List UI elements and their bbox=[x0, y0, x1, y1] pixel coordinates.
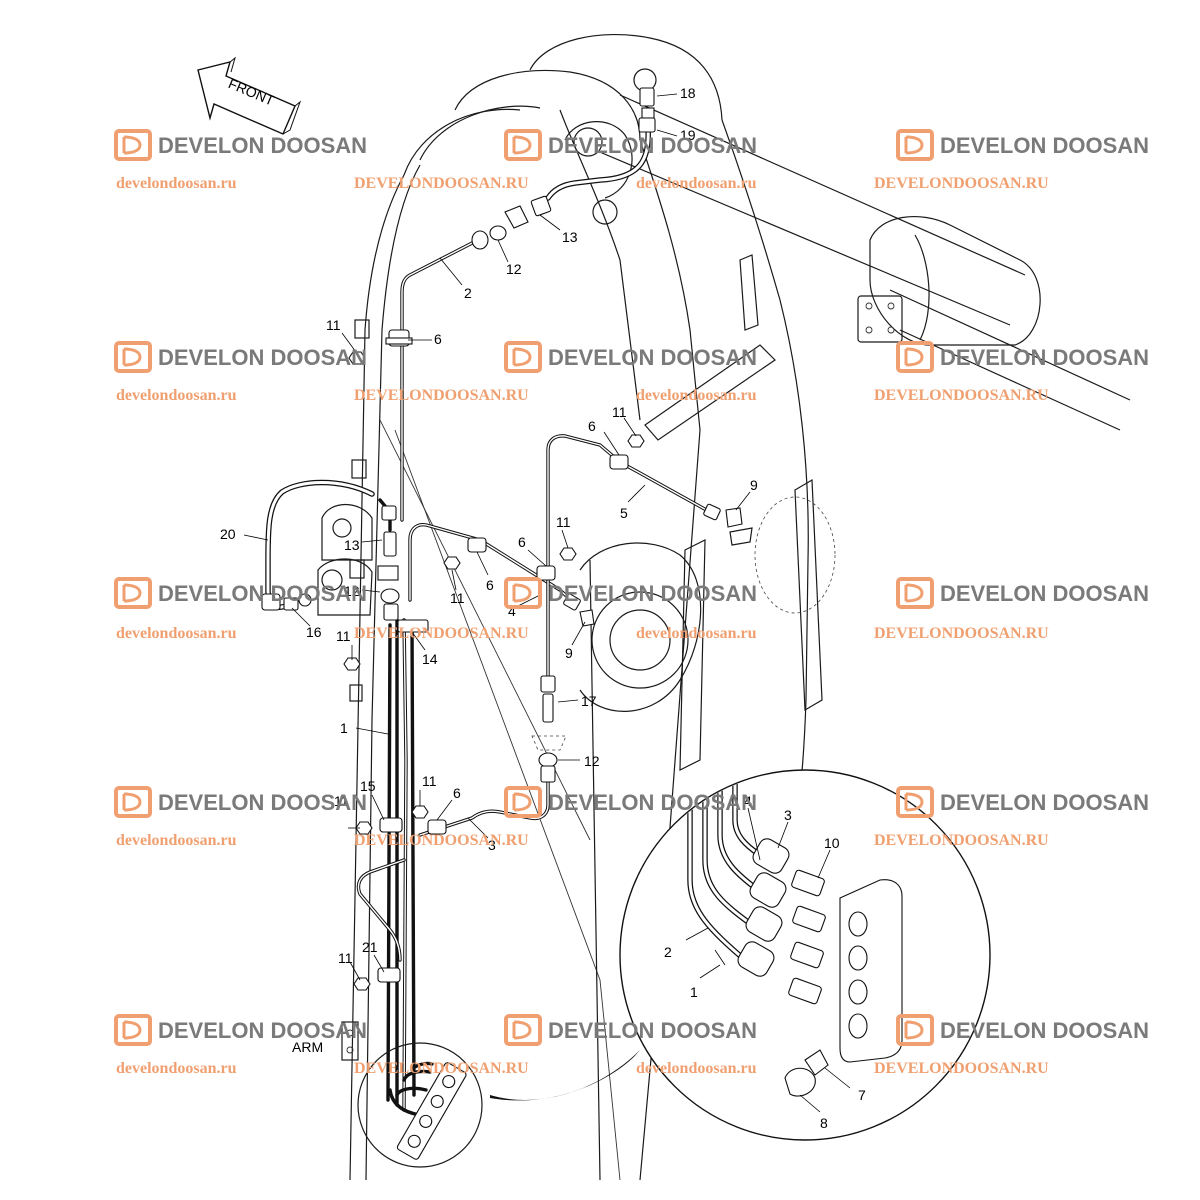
watermark-url: develondoosan.ru bbox=[636, 625, 757, 642]
watermark-url: DEVELONDOOSAN.RU bbox=[354, 1060, 529, 1077]
watermarks: DEVELON DOOSAN develondoosan.ru DEVELON … bbox=[114, 129, 1149, 1077]
callout-20: 20 bbox=[220, 526, 236, 542]
callout-3-detail: 3 bbox=[784, 807, 792, 823]
watermark-url: DEVELONDOOSAN.RU bbox=[874, 625, 1049, 642]
callout-6-right: 6 bbox=[588, 418, 596, 434]
watermark-brand: DEVELON DOOSAN bbox=[548, 345, 757, 370]
watermark-url: develondoosan.ru bbox=[636, 175, 757, 192]
callout-8: 8 bbox=[820, 1115, 828, 1131]
callout-3-main: 3 bbox=[488, 837, 496, 853]
watermark-brand: DEVELON DOOSAN bbox=[158, 1018, 367, 1043]
callout-2-detail: 2 bbox=[664, 944, 672, 960]
fittings bbox=[261, 87, 743, 1160]
watermark-brand: DEVELON DOOSAN bbox=[158, 581, 367, 606]
callout-11-lower: 11 bbox=[334, 793, 349, 809]
callout-15: 15 bbox=[360, 778, 376, 794]
watermark-brand: DEVELON DOOSAN bbox=[940, 133, 1149, 158]
callout-6-mid: 6 bbox=[486, 577, 494, 593]
watermark-url: develondoosan.ru bbox=[636, 387, 757, 404]
leader-lines bbox=[243, 93, 851, 1113]
watermark-brand: DEVELON DOOSAN bbox=[940, 790, 1149, 815]
watermark-url: develondoosan.ru bbox=[116, 175, 237, 192]
callout-16: 16 bbox=[306, 624, 322, 640]
callout-11-right: 11 bbox=[612, 404, 627, 420]
watermark-url: DEVELONDOOSAN.RU bbox=[874, 832, 1049, 849]
watermark-url: DEVELONDOOSAN.RU bbox=[354, 387, 529, 404]
callout-13-left: 13 bbox=[344, 537, 360, 553]
watermark-brand: DEVELON DOOSAN bbox=[548, 581, 757, 606]
watermark-brand: DEVELON DOOSAN bbox=[940, 1018, 1149, 1043]
callout-9-right: 9 bbox=[750, 477, 758, 493]
watermark-url: DEVELONDOOSAN.RU bbox=[874, 175, 1049, 192]
callout-1-main: 1 bbox=[340, 720, 348, 736]
callout-10: 10 bbox=[824, 835, 840, 851]
detail-view bbox=[619, 769, 991, 1141]
callout-11-left: 11 bbox=[336, 628, 351, 644]
watermark-brand: DEVELON DOOSAN bbox=[548, 133, 757, 158]
watermark-url: DEVELONDOOSAN.RU bbox=[874, 387, 1049, 404]
watermark-brand: DEVELON DOOSAN bbox=[548, 790, 757, 815]
callout-12-left: 12 bbox=[344, 583, 360, 599]
callout-18: 18 bbox=[680, 85, 696, 101]
callout-6-mid-right: 6 bbox=[518, 534, 526, 550]
watermark-brand: DEVELON DOOSAN bbox=[158, 133, 367, 158]
watermark-url: develondoosan.ru bbox=[116, 832, 237, 849]
callout-11-lower-mid: 11 bbox=[422, 773, 437, 789]
callout-13-top: 13 bbox=[562, 229, 578, 245]
callout-19: 19 bbox=[680, 127, 696, 143]
callout-11-mid: 11 bbox=[556, 514, 571, 530]
callout-4-main: 4 bbox=[508, 603, 516, 619]
watermark-url: develondoosan.ru bbox=[116, 625, 237, 642]
watermark-brand: DEVELON DOOSAN bbox=[548, 1018, 757, 1043]
watermark-url: DEVELONDOOSAN.RU bbox=[354, 832, 529, 849]
callout-1-detail: 1 bbox=[690, 984, 698, 1000]
front-direction-arrow: FRONT bbox=[197, 56, 302, 135]
arm-label: ARM bbox=[292, 1039, 323, 1055]
watermark-url: DEVELONDOOSAN.RU bbox=[354, 625, 529, 642]
callout-5: 5 bbox=[620, 505, 628, 521]
callout-6-lower: 6 bbox=[453, 785, 461, 801]
watermark-url: develondoosan.ru bbox=[116, 1060, 237, 1077]
callout-11-top: 11 bbox=[326, 317, 341, 333]
callout-17: 17 bbox=[581, 693, 597, 709]
callout-7: 7 bbox=[858, 1087, 866, 1103]
watermark-brand: DEVELON DOOSAN bbox=[940, 345, 1149, 370]
callout-6-top: 6 bbox=[434, 331, 442, 347]
callout-14: 14 bbox=[422, 651, 438, 667]
callout-12-top: 12 bbox=[506, 261, 522, 277]
callout-12-lower: 12 bbox=[584, 753, 600, 769]
callout-11-bottom: 11 bbox=[338, 950, 353, 966]
callout-2-main: 2 bbox=[464, 285, 472, 301]
callout-21: 21 bbox=[362, 939, 378, 955]
watermark-url: DEVELONDOOSAN.RU bbox=[874, 1060, 1049, 1077]
detail-reference-circle bbox=[357, 1042, 483, 1168]
watermark-brand: DEVELON DOOSAN bbox=[158, 345, 367, 370]
watermark-url: develondoosan.ru bbox=[636, 1060, 757, 1077]
watermark-brand: DEVELON DOOSAN bbox=[158, 790, 367, 815]
callouts: 18 19 13 12 2 6 11 11 6 5 9 11 6 6 11 4 … bbox=[220, 85, 866, 1131]
watermark-url: develondoosan.ru bbox=[116, 387, 237, 404]
callout-4-detail: 4 bbox=[744, 793, 752, 809]
callout-11-mid-left: 11 bbox=[450, 590, 465, 606]
callout-9-mid: 9 bbox=[565, 645, 573, 661]
watermark-url: DEVELONDOOSAN.RU bbox=[354, 175, 529, 192]
watermark-brand: DEVELON DOOSAN bbox=[940, 581, 1149, 606]
